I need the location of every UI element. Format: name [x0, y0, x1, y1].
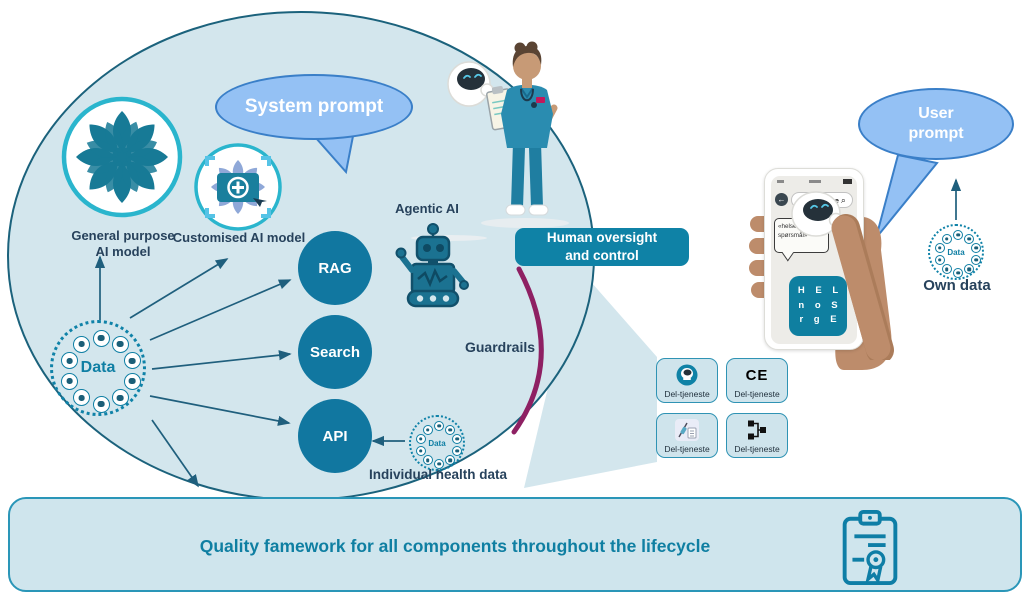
human-oversight-banner: Human oversight and control: [515, 228, 689, 266]
service-box-vaccine: Del-tjeneste: [656, 413, 718, 458]
user-prompt-line1: User: [918, 105, 954, 122]
flowchart-icon: [727, 418, 787, 442]
nurse-figure: [481, 41, 569, 228]
rag-node: RAG: [298, 231, 372, 305]
service-box-chatbot: Del-tjeneste: [656, 358, 718, 403]
battery-icon: [843, 179, 852, 184]
health-data-ring-icon: Data: [50, 320, 146, 416]
vaccine-checklist-icon: [657, 418, 717, 442]
individual-health-data-ring-icon: Data: [409, 415, 465, 471]
general-purpose-model-icon: [60, 95, 184, 224]
back-icon: ←: [775, 193, 788, 206]
data-ring-label: Data: [80, 359, 116, 376]
own-data-label: Own data: [923, 277, 991, 294]
ce-mark-icon: CE: [745, 366, 769, 384]
guardrails-label: Guardrails: [464, 339, 536, 355]
customised-model-label: Customised AI model: [172, 230, 306, 245]
floating-bot-head-icon: [447, 61, 494, 107]
api-node: API: [298, 399, 372, 473]
customised-model-icon: [193, 142, 283, 237]
system-prompt-bubble: System prompt: [215, 74, 413, 140]
user-prompt-line2: prompt: [908, 125, 964, 142]
phone-in-hand: ← Helsenorge ⌕ «helserelaterte spørsmål»…: [748, 160, 908, 372]
chatbot-icon: [657, 363, 717, 387]
agentic-robot-icon: [395, 223, 487, 308]
service-box-flowchart: Del-tjeneste: [726, 413, 788, 458]
agentic-ai-label: Agentic AI: [395, 201, 459, 216]
user-prompt-bubble: User prompt: [858, 88, 1014, 160]
certificate-icon: [842, 509, 898, 586]
service-box-ce: CE Del-tjeneste: [726, 358, 788, 403]
system-prompt-text: System prompt: [244, 96, 384, 117]
projection-wedge: [524, 266, 657, 488]
quality-framework-banner: Quality famework for all components thro…: [8, 497, 1022, 592]
quality-framework-text: Quality famework for all components thro…: [199, 536, 711, 556]
search-node: Search: [298, 315, 372, 389]
search-icon: ⌕: [840, 194, 846, 205]
helsenorge-logo: H E L n o S r g E: [789, 276, 847, 336]
own-data-ring-icon: Data: [928, 224, 984, 280]
thumb: [831, 214, 894, 360]
